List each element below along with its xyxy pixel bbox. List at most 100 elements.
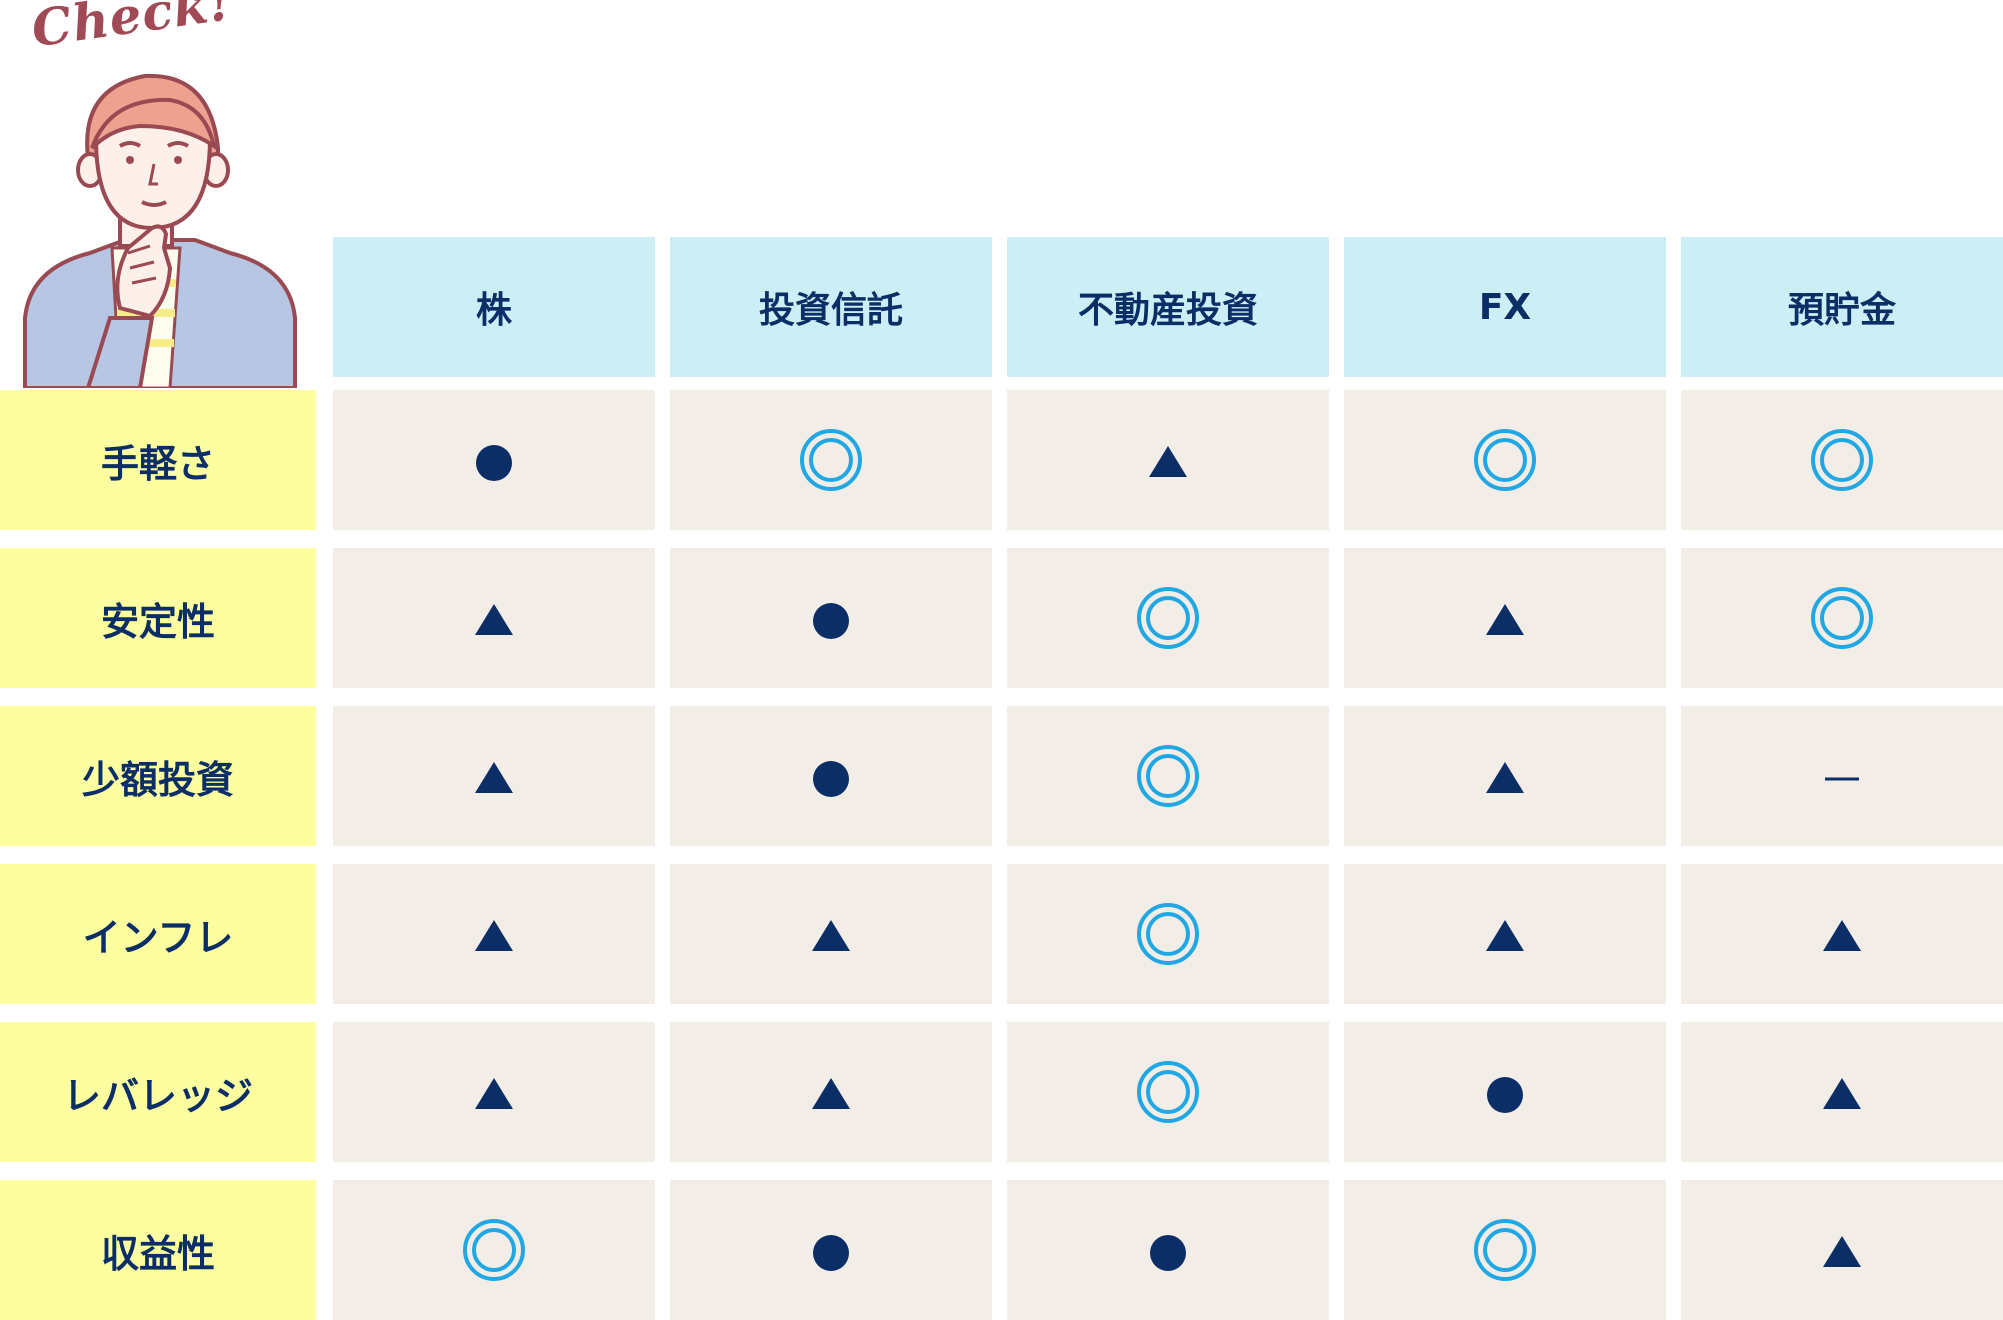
triangle-mark-icon bbox=[475, 920, 513, 951]
double-circle-ring bbox=[1146, 596, 1190, 640]
column-header-label: 預貯金 bbox=[1787, 290, 1896, 331]
rating-cell bbox=[1344, 1022, 1666, 1162]
triangle-shape bbox=[475, 920, 513, 951]
circle-shape bbox=[476, 445, 512, 481]
rating-cell bbox=[333, 390, 655, 530]
double-circle-ring bbox=[1811, 587, 1873, 649]
double-circle-mark-icon bbox=[1474, 1219, 1536, 1281]
circle-mark-icon bbox=[1150, 1235, 1186, 1271]
double-circle-ring bbox=[809, 438, 853, 482]
rating-cell bbox=[1007, 390, 1329, 530]
row-label: 少額投資 bbox=[0, 706, 316, 846]
circle-mark-icon bbox=[813, 603, 849, 639]
rating-cell bbox=[670, 548, 992, 688]
double-circle-ring bbox=[1137, 1061, 1199, 1123]
dash-mark-icon bbox=[1825, 777, 1859, 781]
triangle-shape bbox=[475, 1078, 513, 1109]
comparison-table: 株 投資信託 不動産投資 FX 預貯金手軽さ安定性少額投資インフレレバレッジ収益性 bbox=[0, 237, 2003, 1320]
circle-shape bbox=[1150, 1235, 1186, 1271]
rating-cell bbox=[1344, 548, 1666, 688]
triangle-shape bbox=[1823, 1078, 1861, 1109]
triangle-mark-icon bbox=[1486, 920, 1524, 951]
double-circle-ring bbox=[1137, 587, 1199, 649]
triangle-mark-icon bbox=[812, 920, 850, 951]
double-circle-ring bbox=[1146, 1070, 1190, 1114]
double-circle-ring bbox=[800, 429, 862, 491]
triangle-mark-icon bbox=[1486, 604, 1524, 635]
rating-cell bbox=[670, 1180, 992, 1320]
triangle-shape bbox=[812, 920, 850, 951]
row-label: インフレ bbox=[0, 864, 316, 1004]
rating-cell bbox=[1007, 1180, 1329, 1320]
row-label-text: レバレッジ bbox=[62, 1073, 253, 1118]
triangle-mark-icon bbox=[1823, 1236, 1861, 1267]
column-header: 投資信託 bbox=[670, 237, 992, 377]
double-circle-mark-icon bbox=[1811, 429, 1873, 491]
row-label: 安定性 bbox=[0, 548, 316, 688]
triangle-shape bbox=[1823, 1236, 1861, 1267]
circle-shape bbox=[1487, 1077, 1523, 1113]
triangle-shape bbox=[1149, 446, 1187, 477]
triangle-mark-icon bbox=[1823, 1078, 1861, 1109]
rating-cell bbox=[1681, 706, 2003, 846]
rating-cell bbox=[333, 706, 655, 846]
rating-cell bbox=[1007, 706, 1329, 846]
row-label-text: 安定性 bbox=[100, 599, 215, 644]
rating-cell bbox=[1681, 1022, 2003, 1162]
rating-cell bbox=[1007, 1022, 1329, 1162]
column-header-label: FX bbox=[1478, 286, 1532, 328]
double-circle-ring bbox=[1474, 429, 1536, 491]
double-circle-mark-icon bbox=[463, 1219, 525, 1281]
row-label: 手軽さ bbox=[0, 390, 316, 530]
double-circle-mark-icon bbox=[1811, 587, 1873, 649]
triangle-mark-icon bbox=[1486, 762, 1524, 793]
triangle-shape bbox=[475, 604, 513, 635]
column-header-label: 株 bbox=[475, 290, 512, 331]
triangle-mark-icon bbox=[475, 762, 513, 793]
double-circle-ring bbox=[1146, 912, 1190, 956]
double-circle-mark-icon bbox=[1137, 1061, 1199, 1123]
rating-cell bbox=[1681, 1180, 2003, 1320]
rating-cell bbox=[333, 1022, 655, 1162]
circle-shape bbox=[813, 761, 849, 797]
row-label-text: インフレ bbox=[82, 915, 234, 960]
row-label-text: 手軽さ bbox=[100, 441, 215, 486]
rating-cell bbox=[670, 864, 992, 1004]
column-header: FX bbox=[1344, 237, 1666, 377]
double-circle-mark-icon bbox=[1137, 587, 1199, 649]
triangle-mark-icon bbox=[475, 1078, 513, 1109]
triangle-mark-icon bbox=[812, 1078, 850, 1109]
check-heading: Check! bbox=[28, 0, 236, 59]
double-circle-ring bbox=[1820, 438, 1864, 482]
circle-mark-icon bbox=[1487, 1077, 1523, 1113]
triangle-shape bbox=[1486, 762, 1524, 793]
double-circle-mark-icon bbox=[1137, 903, 1199, 965]
rating-cell bbox=[670, 390, 992, 530]
rating-cell bbox=[670, 1022, 992, 1162]
double-circle-ring bbox=[472, 1228, 516, 1272]
row-label: レバレッジ bbox=[0, 1022, 316, 1162]
column-header: 預貯金 bbox=[1681, 237, 2003, 377]
row-label: 収益性 bbox=[0, 1180, 316, 1320]
double-circle-mark-icon bbox=[800, 429, 862, 491]
rating-cell bbox=[1344, 390, 1666, 530]
double-circle-ring bbox=[1483, 1228, 1527, 1272]
rating-cell bbox=[1007, 864, 1329, 1004]
triangle-shape bbox=[475, 762, 513, 793]
double-circle-ring bbox=[463, 1219, 525, 1281]
double-circle-mark-icon bbox=[1137, 745, 1199, 807]
rating-cell bbox=[333, 864, 655, 1004]
rating-cell bbox=[333, 548, 655, 688]
column-header: 不動産投資 bbox=[1007, 237, 1329, 377]
double-circle-ring bbox=[1474, 1219, 1536, 1281]
triangle-shape bbox=[1823, 920, 1861, 951]
circle-mark-icon bbox=[813, 1235, 849, 1271]
triangle-shape bbox=[1486, 604, 1524, 635]
circle-shape bbox=[813, 1235, 849, 1271]
double-circle-ring bbox=[1146, 754, 1190, 798]
circle-shape bbox=[813, 603, 849, 639]
double-circle-ring bbox=[1811, 429, 1873, 491]
column-header-label: 投資信託 bbox=[758, 290, 903, 331]
triangle-shape bbox=[1486, 920, 1524, 951]
triangle-mark-icon bbox=[1823, 920, 1861, 951]
